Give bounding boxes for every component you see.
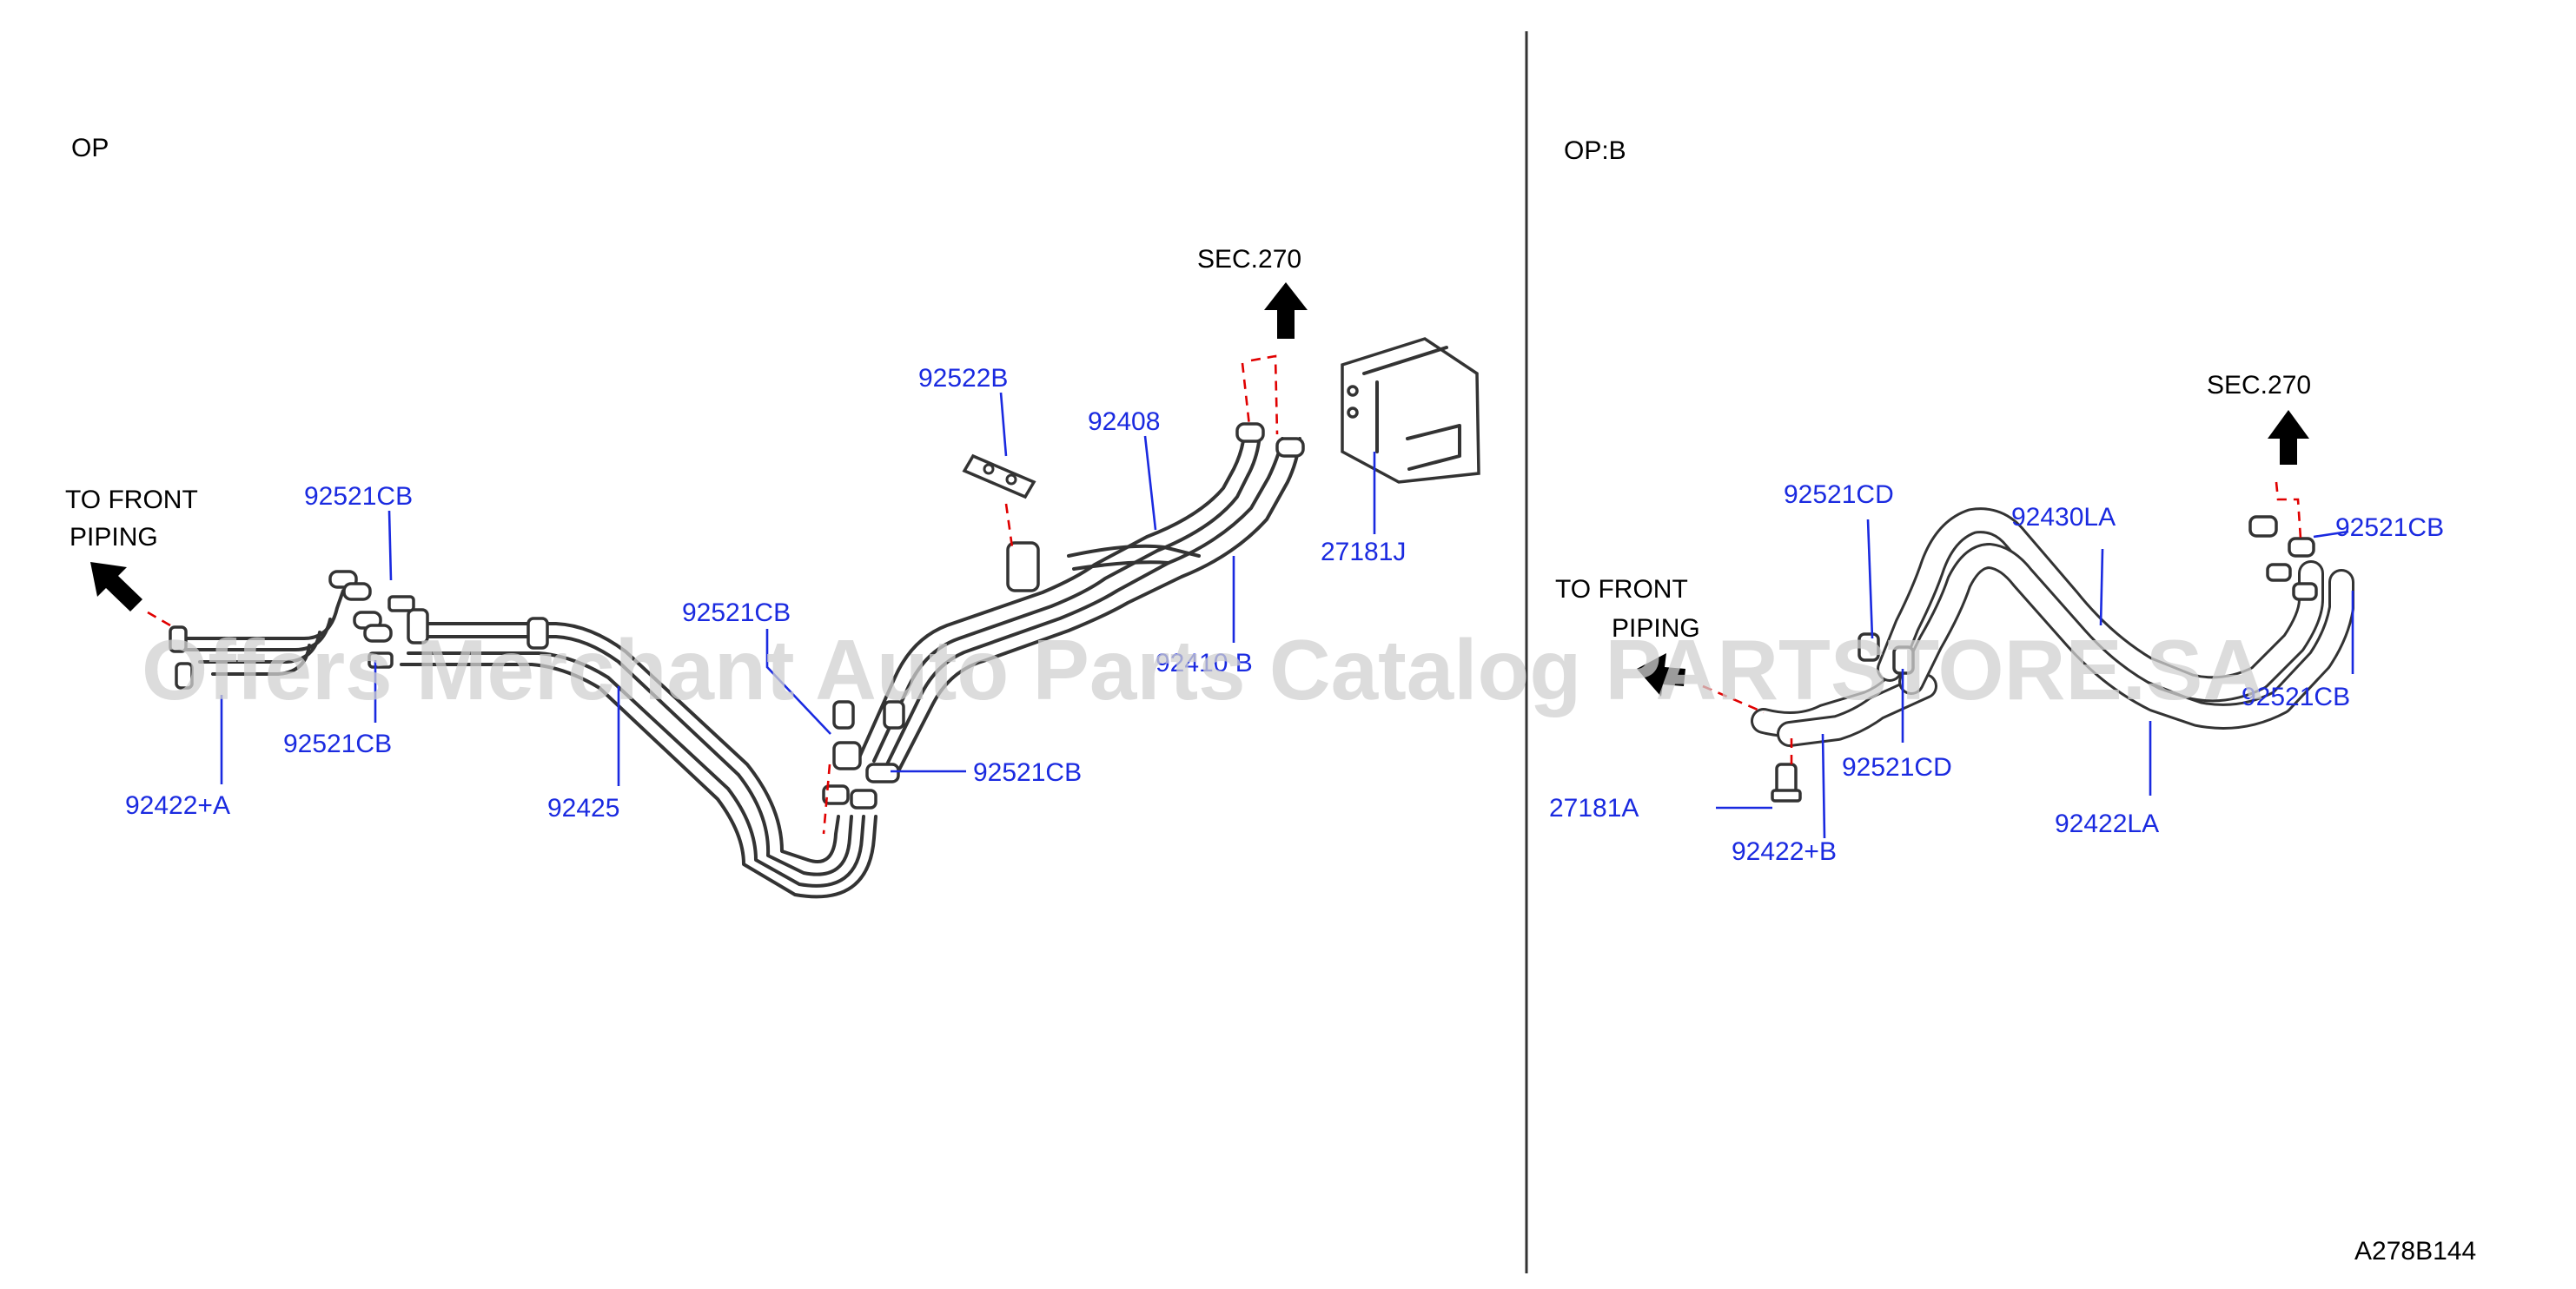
section-title-opb: OP:B — [1564, 136, 1626, 165]
sec-270-label-right: SEC.270 — [2207, 371, 2311, 400]
label-92521cb-right: 92521CB — [973, 758, 1082, 787]
label-92422la: 92422LA — [2055, 810, 2159, 838]
section-title-op: OP — [71, 134, 109, 162]
arrow-up-icon — [1264, 282, 1308, 339]
piping-label-left: PIPING — [70, 523, 158, 552]
label-92425: 92425 — [547, 794, 619, 823]
label-92521cb-right-lower: 92521CB — [2242, 683, 2350, 711]
label-92521cb-middle: 92521CB — [682, 598, 791, 627]
to-front-piping-right: TO FRONT PIPING — [1555, 575, 1700, 697]
label-27181a: 27181A — [1549, 794, 1639, 823]
arrow-upleft-icon — [90, 562, 142, 611]
label-92521cd-lower: 92521CD — [1842, 753, 1952, 782]
label-92522b: 92522B — [918, 364, 1008, 393]
label-92422b: 92422+B — [1732, 837, 1837, 866]
label-92521cb-right-top: 92521CB — [2335, 513, 2444, 542]
to-front-label-left: TO FRONT — [65, 486, 198, 514]
pipe-assembly-left — [169, 422, 1305, 899]
sec-270-label-left: SEC.270 — [1197, 245, 1301, 274]
arrow-up-icon — [2268, 410, 2309, 465]
to-front-piping-left: TO FRONT PIPING — [65, 486, 198, 611]
pipe-assembly-right — [1751, 507, 2354, 803]
sec-270-arrow-right: SEC.270 — [2207, 371, 2311, 465]
label-92408: 92408 — [1088, 407, 1160, 436]
guide-sec270-right — [2275, 481, 2302, 539]
label-92410b: 92410 B — [1156, 649, 1253, 678]
piping-label-right: PIPING — [1612, 614, 1700, 643]
watermark: Offers Merchant Auto Parts Catalog PARTS… — [142, 622, 2264, 717]
arrow-left-icon — [1637, 653, 1685, 697]
label-92422a: 92422+A — [125, 791, 230, 820]
diagram-code: A278B144 — [2354, 1237, 2476, 1266]
bracket-27181j — [1341, 337, 1480, 484]
to-front-label-right: TO FRONT — [1555, 575, 1688, 604]
label-92521cd-top: 92521CD — [1784, 480, 1894, 509]
label-92521cb-left-lower: 92521CB — [283, 730, 392, 758]
sec-270-arrow-left: SEC.270 — [1197, 245, 1308, 339]
label-92430la: 92430LA — [2011, 503, 2116, 532]
label-92521cb-left-top: 92521CB — [304, 482, 413, 511]
guide-sec270-left — [1250, 354, 1279, 435]
label-27181j: 27181J — [1321, 538, 1406, 566]
